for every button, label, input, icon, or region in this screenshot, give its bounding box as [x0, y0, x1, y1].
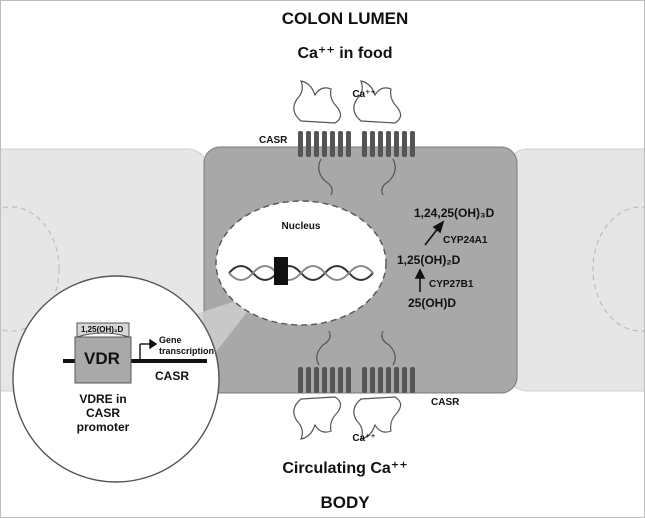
enzyme-top-label: CYP24A1 — [443, 235, 488, 246]
gene-transcription-label: Gene transcription — [159, 335, 215, 356]
ca-bottom-label: Ca⁺⁺ — [352, 433, 376, 444]
food-calcium-label: Ca⁺⁺ in food — [297, 45, 393, 62]
inset-caption: VDRE in CASR promoter — [76, 392, 130, 434]
bottom-receptors — [293, 330, 415, 440]
nucleus-label: Nucleus — [281, 221, 321, 232]
vdr-box — [74, 336, 132, 384]
vdr-label: VDR — [84, 349, 120, 368]
body-title: BODY — [320, 493, 370, 512]
casr-top-label: CASR — [259, 135, 288, 146]
left-neighbor-nucleus — [1, 206, 60, 332]
enzyme-bottom-label: CYP27B1 — [429, 279, 474, 290]
ca-top-label: Ca⁺⁺ — [352, 89, 376, 100]
right-neighbor-cell — [505, 148, 644, 392]
metabolite-top-label: 1,24,25(OH)₃D — [414, 206, 495, 220]
colon-lumen-title: COLON LUMEN — [281, 9, 409, 28]
nucleus-ellipse — [215, 200, 387, 326]
circulating-calcium-label: Circulating Ca⁺⁺ — [282, 460, 408, 477]
dna-helix — [228, 257, 374, 285]
ligand-cap — [76, 322, 130, 338]
transcription-arrow — [139, 338, 158, 359]
right-neighbor-nucleus — [592, 206, 644, 332]
top-receptors — [293, 80, 415, 196]
inset-ligand-label: 1,25(OH)₂D — [81, 325, 124, 334]
inset-gene-label: CASR — [155, 369, 190, 383]
metabolite-mid-label: 1,25(OH)₂D — [397, 253, 461, 267]
metabolic-arrows — [414, 220, 445, 292]
casr-bottom-label: CASR — [431, 397, 460, 408]
metabolite-bottom-label: 25(OH)D — [408, 296, 457, 310]
